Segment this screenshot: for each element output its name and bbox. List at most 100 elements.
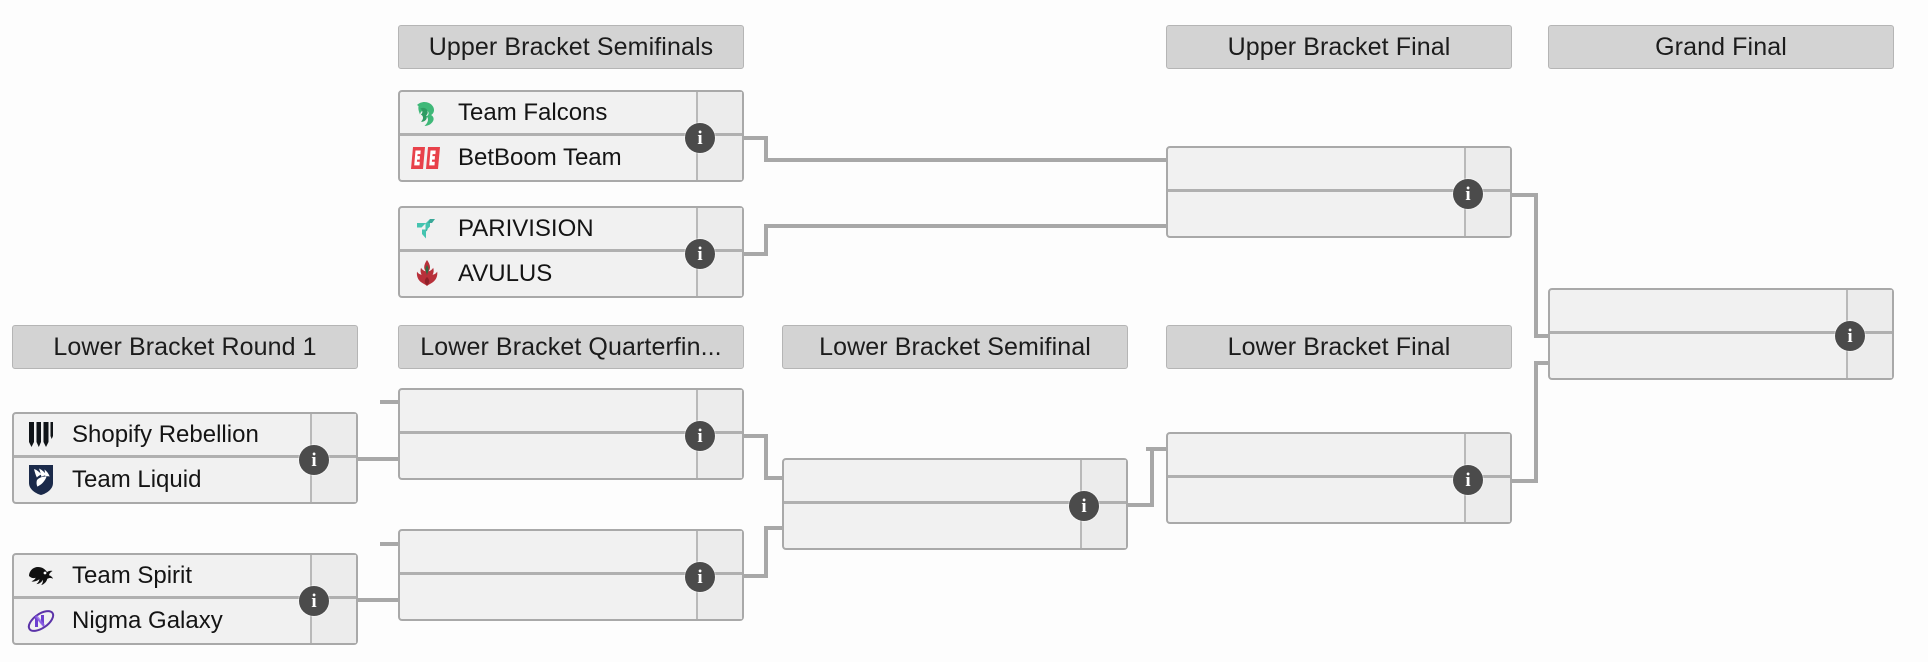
round-header-lower-semifinal[interactable]: Lower Bracket Semifinal [782, 325, 1128, 369]
score-top [1466, 434, 1510, 478]
match-info-icon[interactable]: i [685, 421, 715, 451]
team-row-top[interactable] [1168, 434, 1464, 478]
match-upper-semifinal-1[interactable]: Team Falcons BetBoom Team i [398, 90, 744, 182]
round-header-grand-final[interactable]: Grand Final [1548, 25, 1894, 69]
connector-ubsf1-out [742, 136, 768, 140]
match-info-icon[interactable]: i [685, 239, 715, 269]
match-teams: PARIVISION AVULUS [400, 208, 698, 296]
connector-lbr1a-out [358, 457, 400, 461]
connector-lbf-out [1512, 479, 1538, 483]
connector-to-ubf-bottom [764, 224, 1166, 228]
connector-to-gf-bottom [1534, 361, 1550, 365]
match-teams: Shopify Rebellion Team Liquid [14, 414, 312, 502]
team-row-bottom[interactable] [1550, 334, 1846, 378]
round-header-upper-semifinals[interactable]: Upper Bracket Semifinals [398, 25, 744, 69]
avulus-logo [410, 257, 444, 291]
team-row-top[interactable] [1168, 148, 1464, 192]
connector-lbf-vertical [1534, 363, 1538, 481]
shopify-rebellion-logo [24, 418, 58, 452]
score-top [312, 555, 356, 599]
match-teams: Team Spirit Nigma Galaxy [14, 555, 312, 643]
team-row-bottom[interactable]: AVULUS [400, 252, 696, 296]
team-row-top[interactable]: Shopify Rebellion [14, 414, 310, 458]
match-info-icon[interactable]: i [1453, 179, 1483, 209]
connector-ubf-out [1512, 193, 1538, 197]
score-top [1848, 290, 1892, 334]
score-top [698, 531, 742, 575]
match-info-icon[interactable]: i [299, 445, 329, 475]
round-header-lower-round-1[interactable]: Lower Bracket Round 1 [12, 325, 358, 369]
team-name: PARIVISION [458, 216, 594, 241]
connector-ubsf2-out [742, 252, 768, 256]
match-scores [312, 555, 356, 643]
team-row-top[interactable] [400, 531, 696, 575]
team-row-top[interactable]: PARIVISION [400, 208, 696, 252]
team-row-top[interactable] [784, 460, 1080, 504]
team-row-bottom[interactable] [1168, 192, 1464, 236]
team-name: Team Spirit [72, 563, 193, 588]
match-upper-bracket-final[interactable]: i [1166, 146, 1512, 238]
match-info-icon[interactable]: i [685, 562, 715, 592]
team-name: BetBoom Team [458, 146, 622, 170]
connector-lbqf1-vertical [764, 434, 768, 480]
team-row-bottom[interactable]: BetBoom Team [400, 136, 696, 180]
connector-lbqf2-out [744, 574, 768, 578]
match-teams [400, 390, 698, 478]
connector-lbsf-vertical [1150, 449, 1154, 505]
round-header-upper-final[interactable]: Upper Bracket Final [1166, 25, 1512, 69]
team-row-top[interactable] [400, 390, 696, 434]
connector-to-gf-top [1534, 334, 1550, 338]
team-row-bottom[interactable]: Nigma Galaxy [14, 599, 310, 643]
match-lower-bracket-final[interactable]: i [1166, 432, 1512, 524]
match-info-icon[interactable]: i [1069, 491, 1099, 521]
match-upper-semifinal-2[interactable]: PARIVISION AVULUS i [398, 206, 744, 298]
team-name: Shopify Rebellion [72, 422, 259, 447]
round-header-lower-final[interactable]: Lower Bracket Final [1166, 325, 1512, 369]
connector-to-ubf-top [764, 158, 1166, 162]
match-lower-quarterfinal-2[interactable]: i [398, 529, 744, 621]
match-teams [1550, 290, 1848, 378]
match-scores [698, 208, 742, 296]
connector-lbqf1-top-feed [380, 400, 400, 404]
connector-lbf-top-feed [1146, 447, 1168, 451]
score-top [1082, 460, 1126, 504]
team-row-top[interactable]: Team Spirit [14, 555, 310, 599]
score-top [312, 414, 356, 458]
match-grand-final[interactable]: i [1548, 288, 1894, 380]
connector-ubsf1-vertical [764, 136, 768, 162]
match-teams: Team Falcons BetBoom Team [400, 92, 698, 180]
team-row-bottom[interactable] [400, 434, 696, 478]
connector-lbsf-out [1128, 503, 1154, 507]
falcons-logo [410, 96, 444, 130]
match-teams [784, 460, 1082, 548]
connector-ubf-vertical [1534, 193, 1538, 338]
match-info-icon[interactable]: i [685, 123, 715, 153]
team-row-top[interactable] [1550, 290, 1846, 334]
match-lower-quarterfinal-1[interactable]: i [398, 388, 744, 480]
team-liquid-logo [24, 463, 58, 497]
team-row-bottom[interactable]: Team Liquid [14, 458, 310, 502]
team-name: Team Liquid [72, 468, 202, 492]
match-info-icon[interactable]: i [299, 586, 329, 616]
match-lower-round1-a[interactable]: Shopify Rebellion Team Liquid i [12, 412, 358, 504]
nigma-galaxy-logo [24, 604, 58, 638]
team-name: Nigma Galaxy [72, 609, 223, 633]
team-row-bottom[interactable] [1168, 478, 1464, 522]
connector-lbqf1-out [744, 434, 768, 438]
score-top [698, 92, 742, 136]
match-lower-round1-b[interactable]: Team Spirit Nigma Galaxy i [12, 553, 358, 645]
score-top [1466, 148, 1510, 192]
match-info-icon[interactable]: i [1835, 321, 1865, 351]
match-teams [400, 531, 698, 619]
score-top [698, 208, 742, 252]
match-info-icon[interactable]: i [1453, 465, 1483, 495]
team-row-bottom[interactable] [784, 504, 1080, 548]
round-header-lower-quarterfinals[interactable]: Lower Bracket Quarterfin... [398, 325, 744, 369]
match-lower-semifinal[interactable]: i [782, 458, 1128, 550]
connector-to-lbsf-bottom [764, 526, 784, 530]
match-teams [1168, 434, 1466, 522]
team-row-top[interactable]: Team Falcons [400, 92, 696, 136]
team-row-bottom[interactable] [400, 575, 696, 619]
connector-lbqf2-vertical [764, 528, 768, 576]
